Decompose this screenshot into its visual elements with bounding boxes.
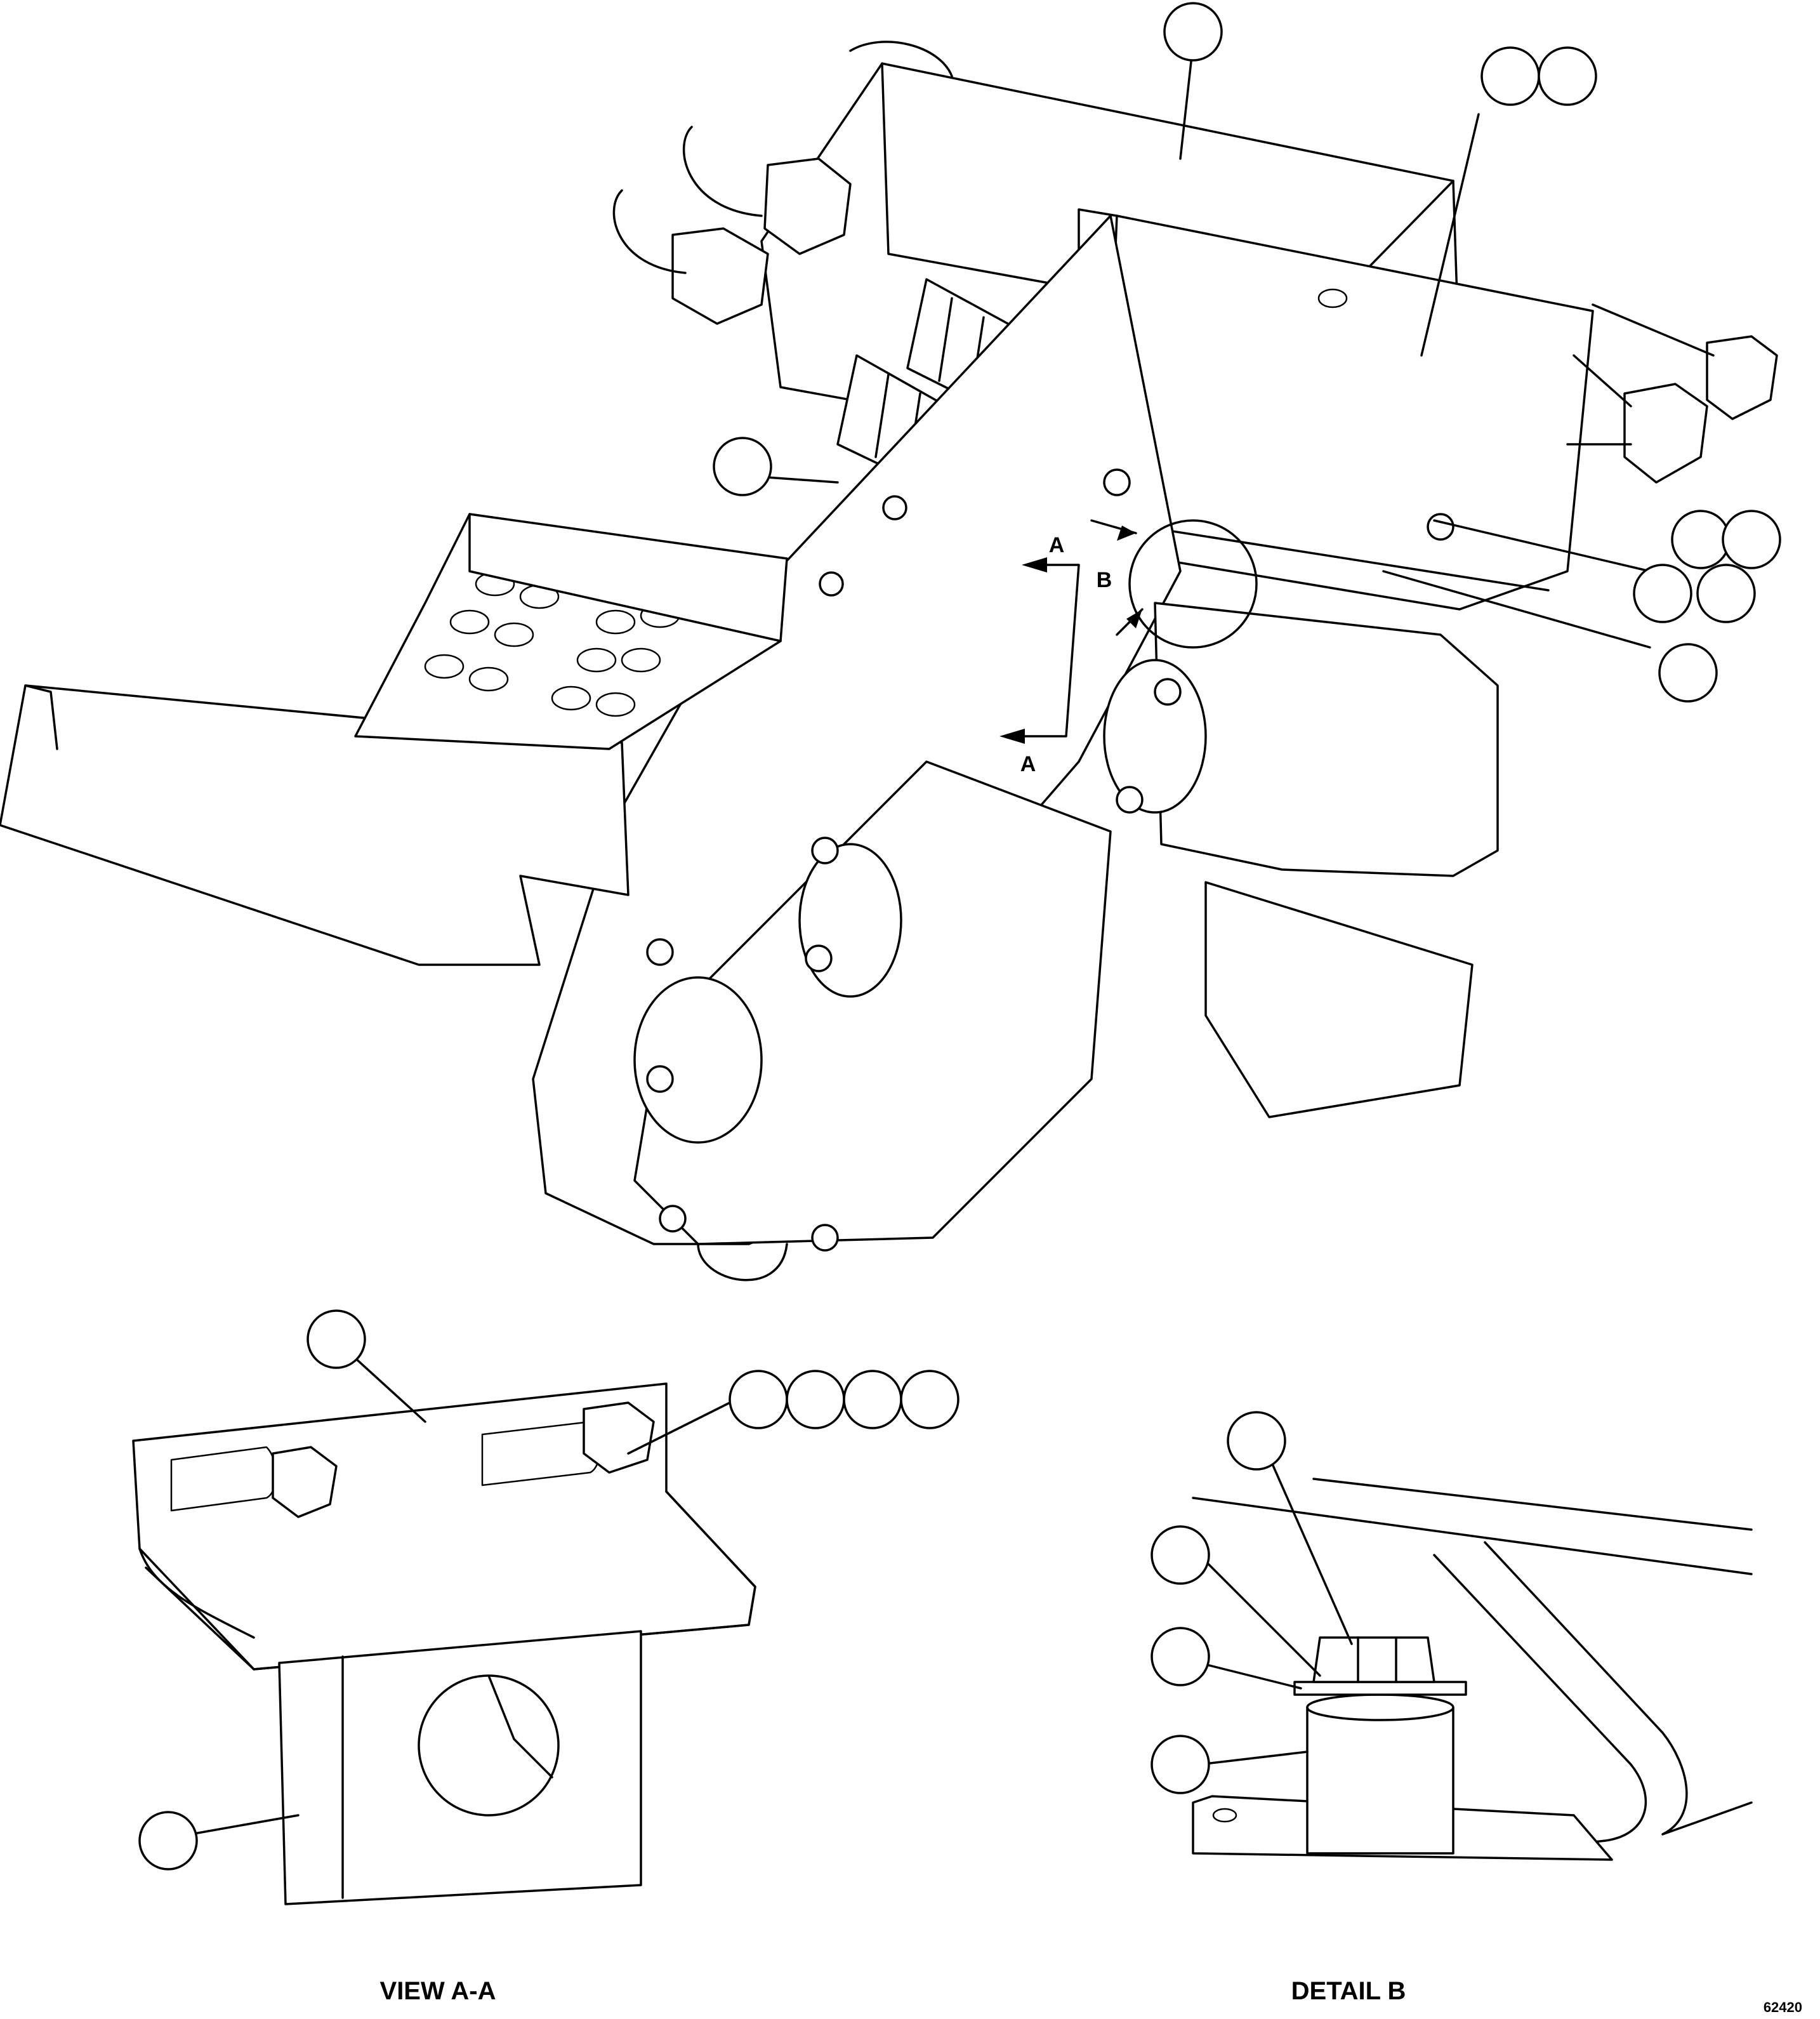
callout-bubble — [843, 1370, 902, 1429]
callout-bubble — [1480, 46, 1540, 106]
section-label-a-bottom: A — [1020, 752, 1036, 776]
figure-id: 62420 — [1764, 1999, 1802, 2015]
arrow-a-top — [1022, 557, 1047, 573]
caption-view-aa: VIEW A-A — [380, 1977, 496, 2005]
callout-bubble — [786, 1370, 845, 1429]
callout-bubble — [1227, 1411, 1286, 1471]
callout-bubble — [1696, 564, 1756, 623]
callout-bubble — [1671, 510, 1731, 569]
callout-bubble — [1151, 1627, 1210, 1686]
section-markers: A A B — [999, 519, 1144, 776]
arrow-b — [1117, 526, 1136, 541]
callout-bubble — [900, 1370, 959, 1429]
callout-bubble — [1151, 1525, 1210, 1585]
section-label-a-top: A — [1049, 533, 1065, 557]
detail-b — [1192, 1478, 1753, 1861]
section-label-b: B — [1097, 568, 1112, 592]
view-a-a — [132, 1382, 756, 1905]
arrow-b-lower — [1126, 609, 1142, 628]
arrow-a-bottom — [999, 729, 1025, 744]
callout-bubble — [1658, 643, 1718, 703]
detail-b-marker — [1128, 519, 1258, 649]
bolt-heads — [646, 468, 1454, 1252]
callout-bubble — [713, 437, 772, 496]
callout-bubble — [307, 1309, 366, 1369]
callout-bubble — [729, 1370, 788, 1429]
callout-bubble — [1722, 510, 1781, 569]
callout-bubble — [1633, 564, 1692, 623]
callout-bubble — [1538, 46, 1597, 106]
caption-detail-b: DETAIL B — [1291, 1977, 1406, 2005]
callouts — [138, 2, 1781, 1870]
main-assembly — [0, 41, 1778, 1281]
callout-bubble — [138, 1811, 198, 1870]
callout-bubble — [1151, 1735, 1210, 1794]
callout-bubble — [1163, 2, 1223, 62]
